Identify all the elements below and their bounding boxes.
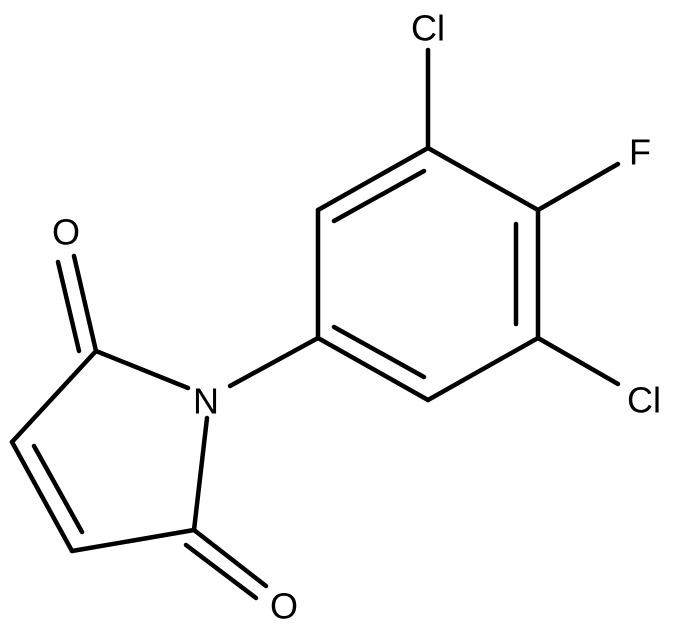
bond-ring-c3-c4 xyxy=(425,145,541,213)
bond-c-upper-ch xyxy=(9,348,99,445)
maleimide-ring xyxy=(9,253,269,601)
bond-ch-ch-inner xyxy=(31,443,85,535)
bond-ring-c6-c1 xyxy=(315,335,431,403)
atom-f: F xyxy=(629,132,651,173)
bond-ring-c2-c3 xyxy=(315,145,431,213)
atom-cl-bottom: Cl xyxy=(627,380,661,421)
benzene-ring xyxy=(315,145,541,403)
bond-ring-inner-c6-c1 xyxy=(331,324,427,380)
bond-c1-n xyxy=(227,335,321,389)
bond-c4-f xyxy=(535,161,621,213)
bond-n-c-upper xyxy=(93,348,191,391)
bond-carbonyl-upper-b xyxy=(55,259,82,354)
bond-c5-cl-bottom xyxy=(535,335,621,387)
bond-c-lower-n xyxy=(191,415,210,533)
bond-carbonyl-lower-b xyxy=(183,542,259,601)
bond-ch-ch xyxy=(9,439,75,554)
atom-o-top: O xyxy=(52,212,80,253)
atom-o-bottom: O xyxy=(270,586,298,627)
bond-ring-c5-c6 xyxy=(425,335,541,403)
bond-ring-inner-c2-c3 xyxy=(331,168,427,224)
bond-carbonyl-lower-a xyxy=(191,527,269,589)
atom-n: N xyxy=(193,381,219,422)
bond-carbonyl-upper-a xyxy=(71,253,99,354)
bond-ch-c-lower xyxy=(69,527,197,554)
atom-cl-top: Cl xyxy=(411,8,445,49)
